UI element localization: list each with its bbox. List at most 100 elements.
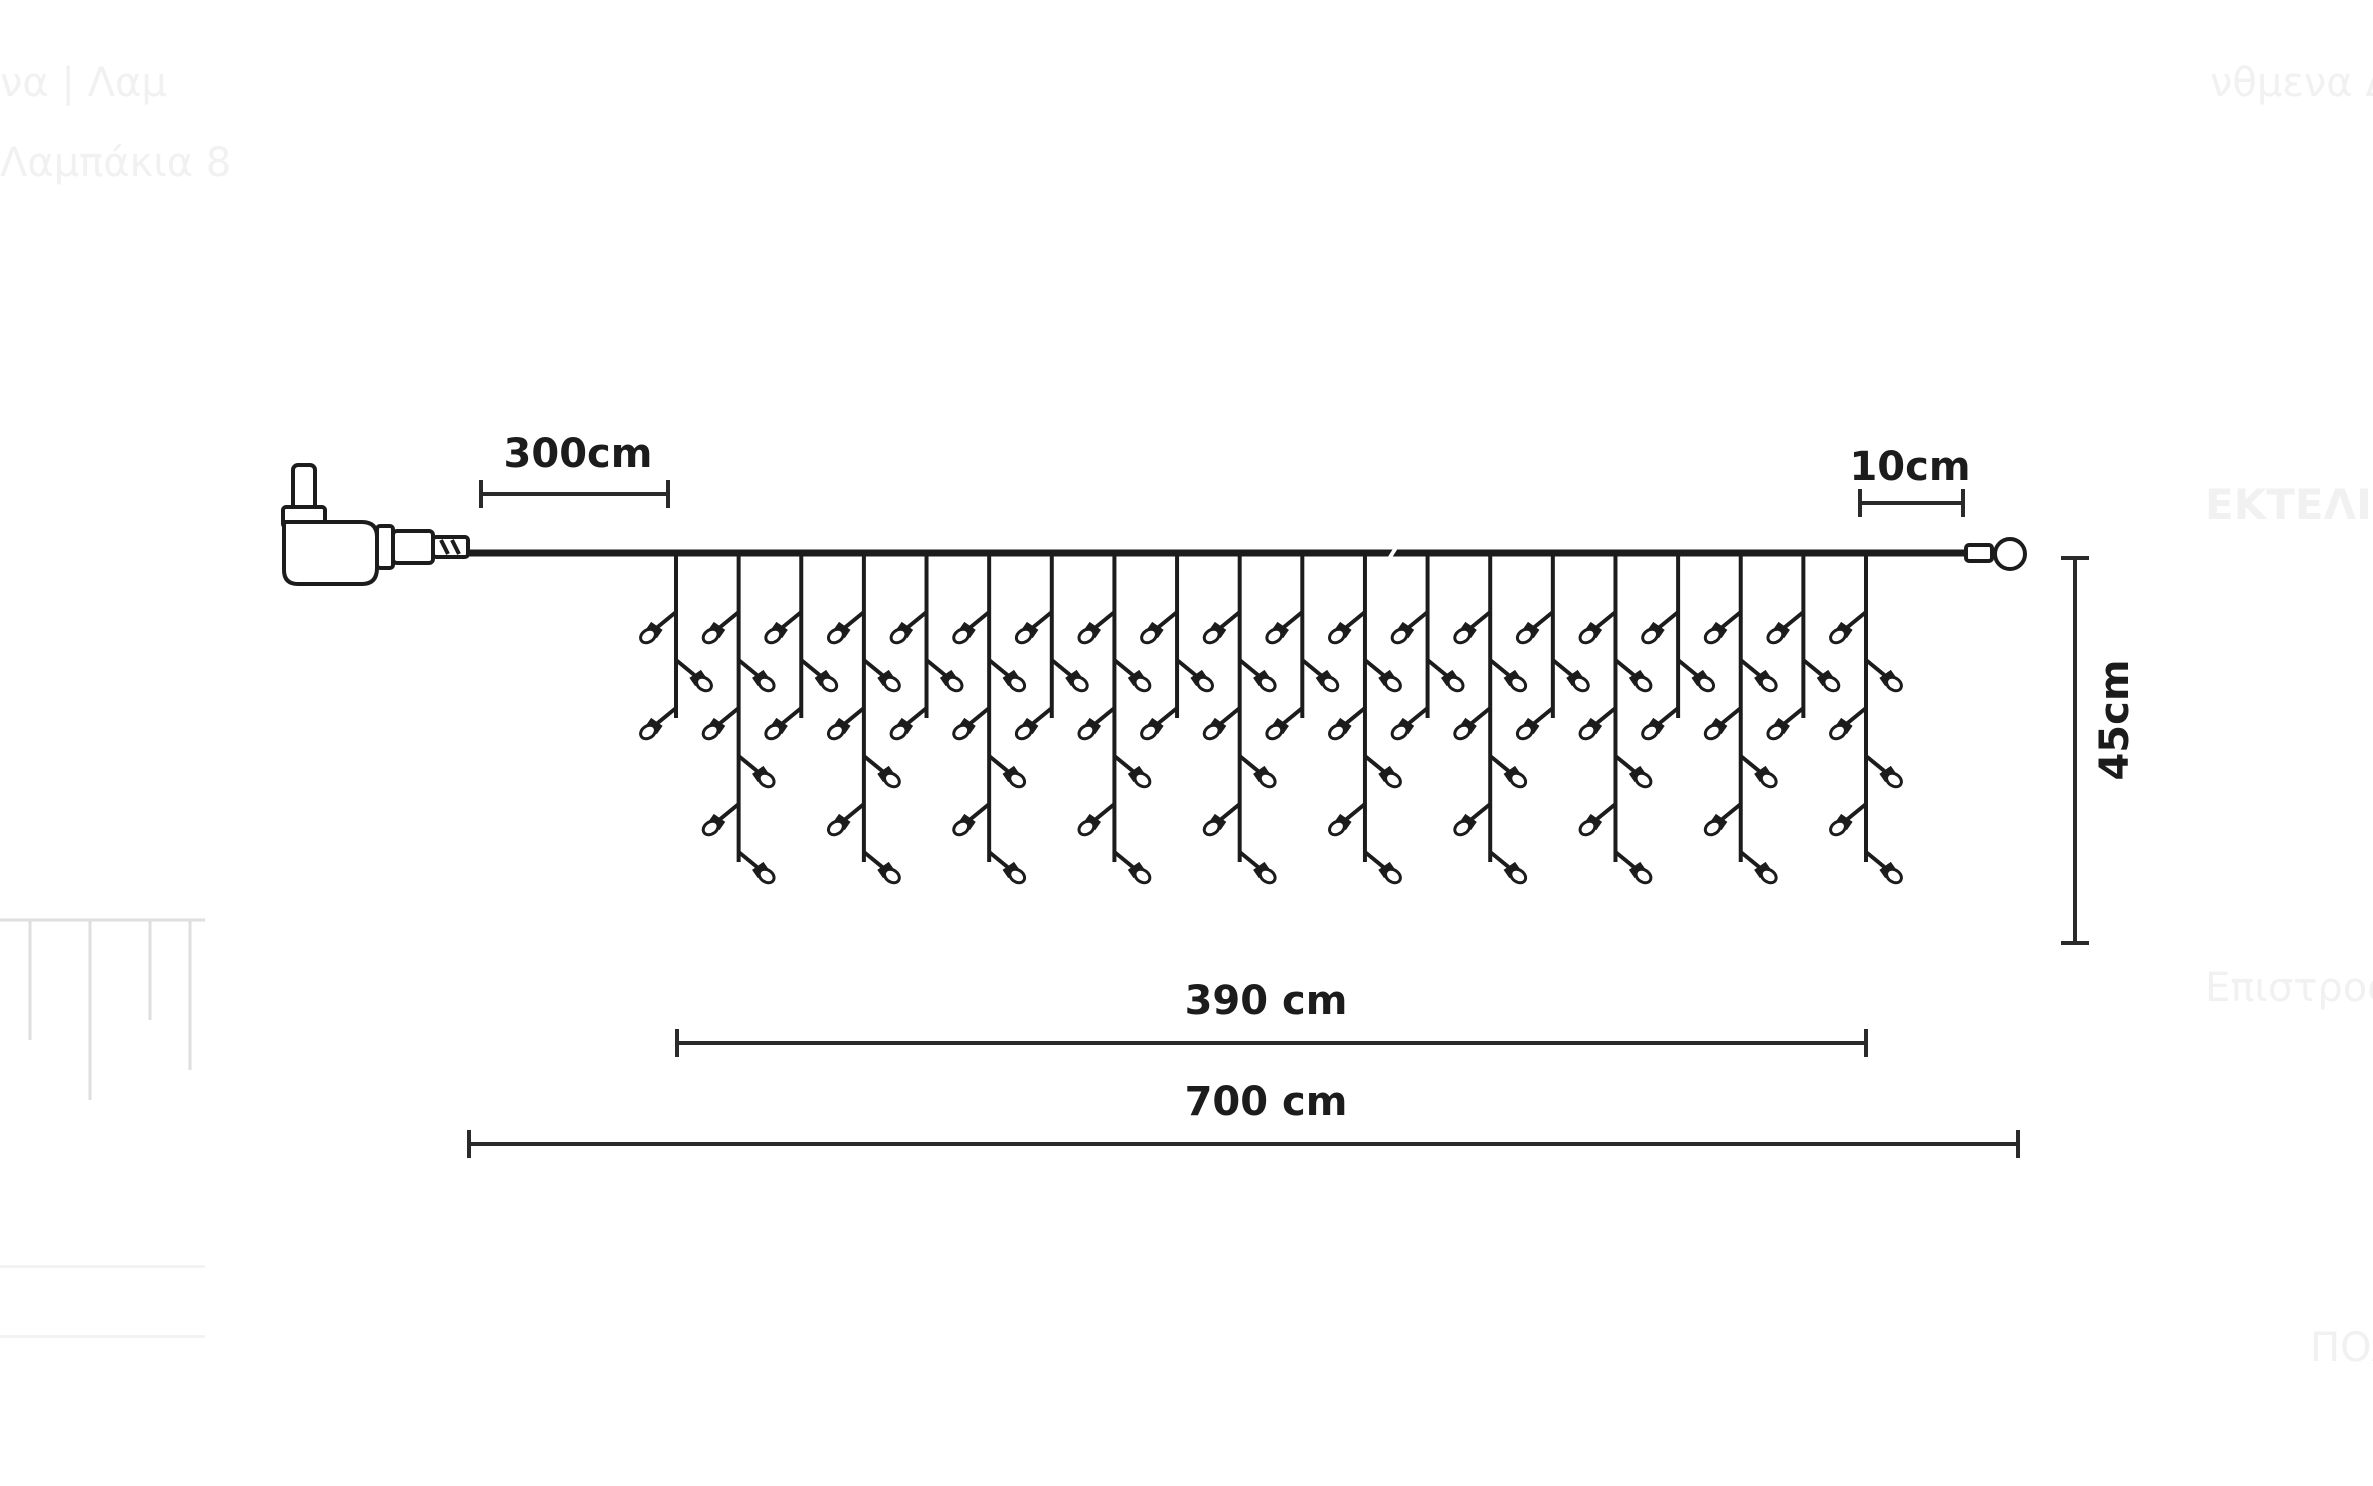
bulb-lens [1634,675,1653,693]
bulb-lens [1133,675,1152,693]
icicle-drop [1077,556,1152,885]
bulb-lens [701,819,720,837]
led-bulb [1829,610,1868,645]
led-bulb [862,850,901,885]
bulb-lens [1328,627,1346,645]
led-bulb [1453,802,1492,837]
bg-thumbnail-icicle [0,900,205,1200]
led-bulb [1488,850,1528,885]
bulb-lens [826,627,845,645]
led-bulb [1864,754,1903,789]
led-bulb [1014,706,1054,741]
bg-fragment-top-left-1: να | Λαμ [0,60,167,106]
bulb-lens [882,675,901,693]
icicle-drop [764,556,839,741]
led-bulb [1301,658,1340,693]
led-bulb [1614,754,1653,789]
led-bulb [1363,658,1402,693]
bulb-lens [882,867,901,885]
bulb-lens [1258,771,1277,789]
bulb-lens [1140,723,1158,741]
bulb-lens [1759,771,1778,789]
bulb-lens [1077,627,1096,645]
dimension-lead-cable [479,480,670,508]
bulb-lens [1328,819,1346,837]
bulb-lens [1829,627,1847,645]
bulb-lens [1140,627,1158,645]
icicle-drop [1766,556,1841,741]
led-bulb [1739,754,1778,789]
led-bulb [1113,658,1152,693]
bulb-lens [701,627,720,645]
bulb-lens [1446,675,1465,693]
label-lead-cable: 300cm [504,431,653,477]
bulb-lens [1196,675,1214,693]
led-bulb [639,706,678,741]
bulb-lens [1328,723,1346,741]
led-bulb [1202,610,1241,645]
led-bulb [1202,706,1241,741]
led-bulb [639,610,678,645]
bulb-lens [1014,723,1033,741]
bulb-lens [1390,723,1409,741]
bulb-lens [757,675,776,693]
bg-divider-1 [0,1265,205,1268]
bulb-lens [952,627,971,645]
led-bulb [862,754,901,789]
icicle-drops [639,556,1903,885]
bulb-lens [1634,771,1653,789]
led-bulb [1202,802,1241,837]
led-bulb [1739,658,1778,693]
bulb-lens [1578,819,1597,837]
led-bulb [1766,706,1805,741]
led-bulb [1703,610,1743,645]
led-bulb [826,802,866,837]
led-bulb [1766,610,1805,645]
bulb-lens [1822,675,1841,693]
bulb-lens [945,675,964,693]
dimension-total-length [467,1130,2020,1158]
led-bulb [1578,610,1617,645]
icicle-drop [1578,556,1653,885]
led-bulb [1641,706,1680,741]
bulb-lens [1509,867,1528,885]
led-bulb [1453,706,1492,741]
bulb-lens [1509,675,1528,693]
bulb-lens [1453,723,1472,741]
label-lit-length: 390 cm [1185,978,1348,1024]
led-bulb [1140,706,1179,741]
bulb-lens [1766,627,1785,645]
led-bulb [701,802,740,837]
icicle-drop [639,556,713,741]
bg-fragment-top-left-2: Λαμπάκια 8 [0,140,232,186]
led-bulb [1488,658,1528,693]
led-bulb [1328,802,1367,837]
bulb-lens [1453,819,1472,837]
bulb-lens [1265,723,1284,741]
led-bulb [1578,802,1617,837]
led-bulb [1328,706,1367,741]
led-bulb [826,610,866,645]
icicle-drop [1453,556,1528,885]
bulb-lens [1202,627,1221,645]
led-bulb [674,658,713,693]
led-bulb [737,754,776,789]
bulb-lens [1641,627,1660,645]
bulb-lens [1759,867,1778,885]
led-bulb [1328,610,1367,645]
label-drop-height: 45cm [2092,659,2138,780]
bulb-lens [1697,675,1716,693]
bulb-lens [1258,867,1277,885]
icicle-drop [1829,556,1903,885]
led-bulb [1113,754,1152,789]
led-bulb [1829,802,1868,837]
bulb-lens [1014,627,1033,645]
bulb-lens [1384,771,1402,789]
cable-break-mark [1385,544,1399,564]
icicle-drop [1140,556,1214,741]
bulb-lens [1703,819,1722,837]
bulb-lens [1008,771,1027,789]
bulb-lens [701,723,720,741]
bulb-lens [1829,819,1847,837]
